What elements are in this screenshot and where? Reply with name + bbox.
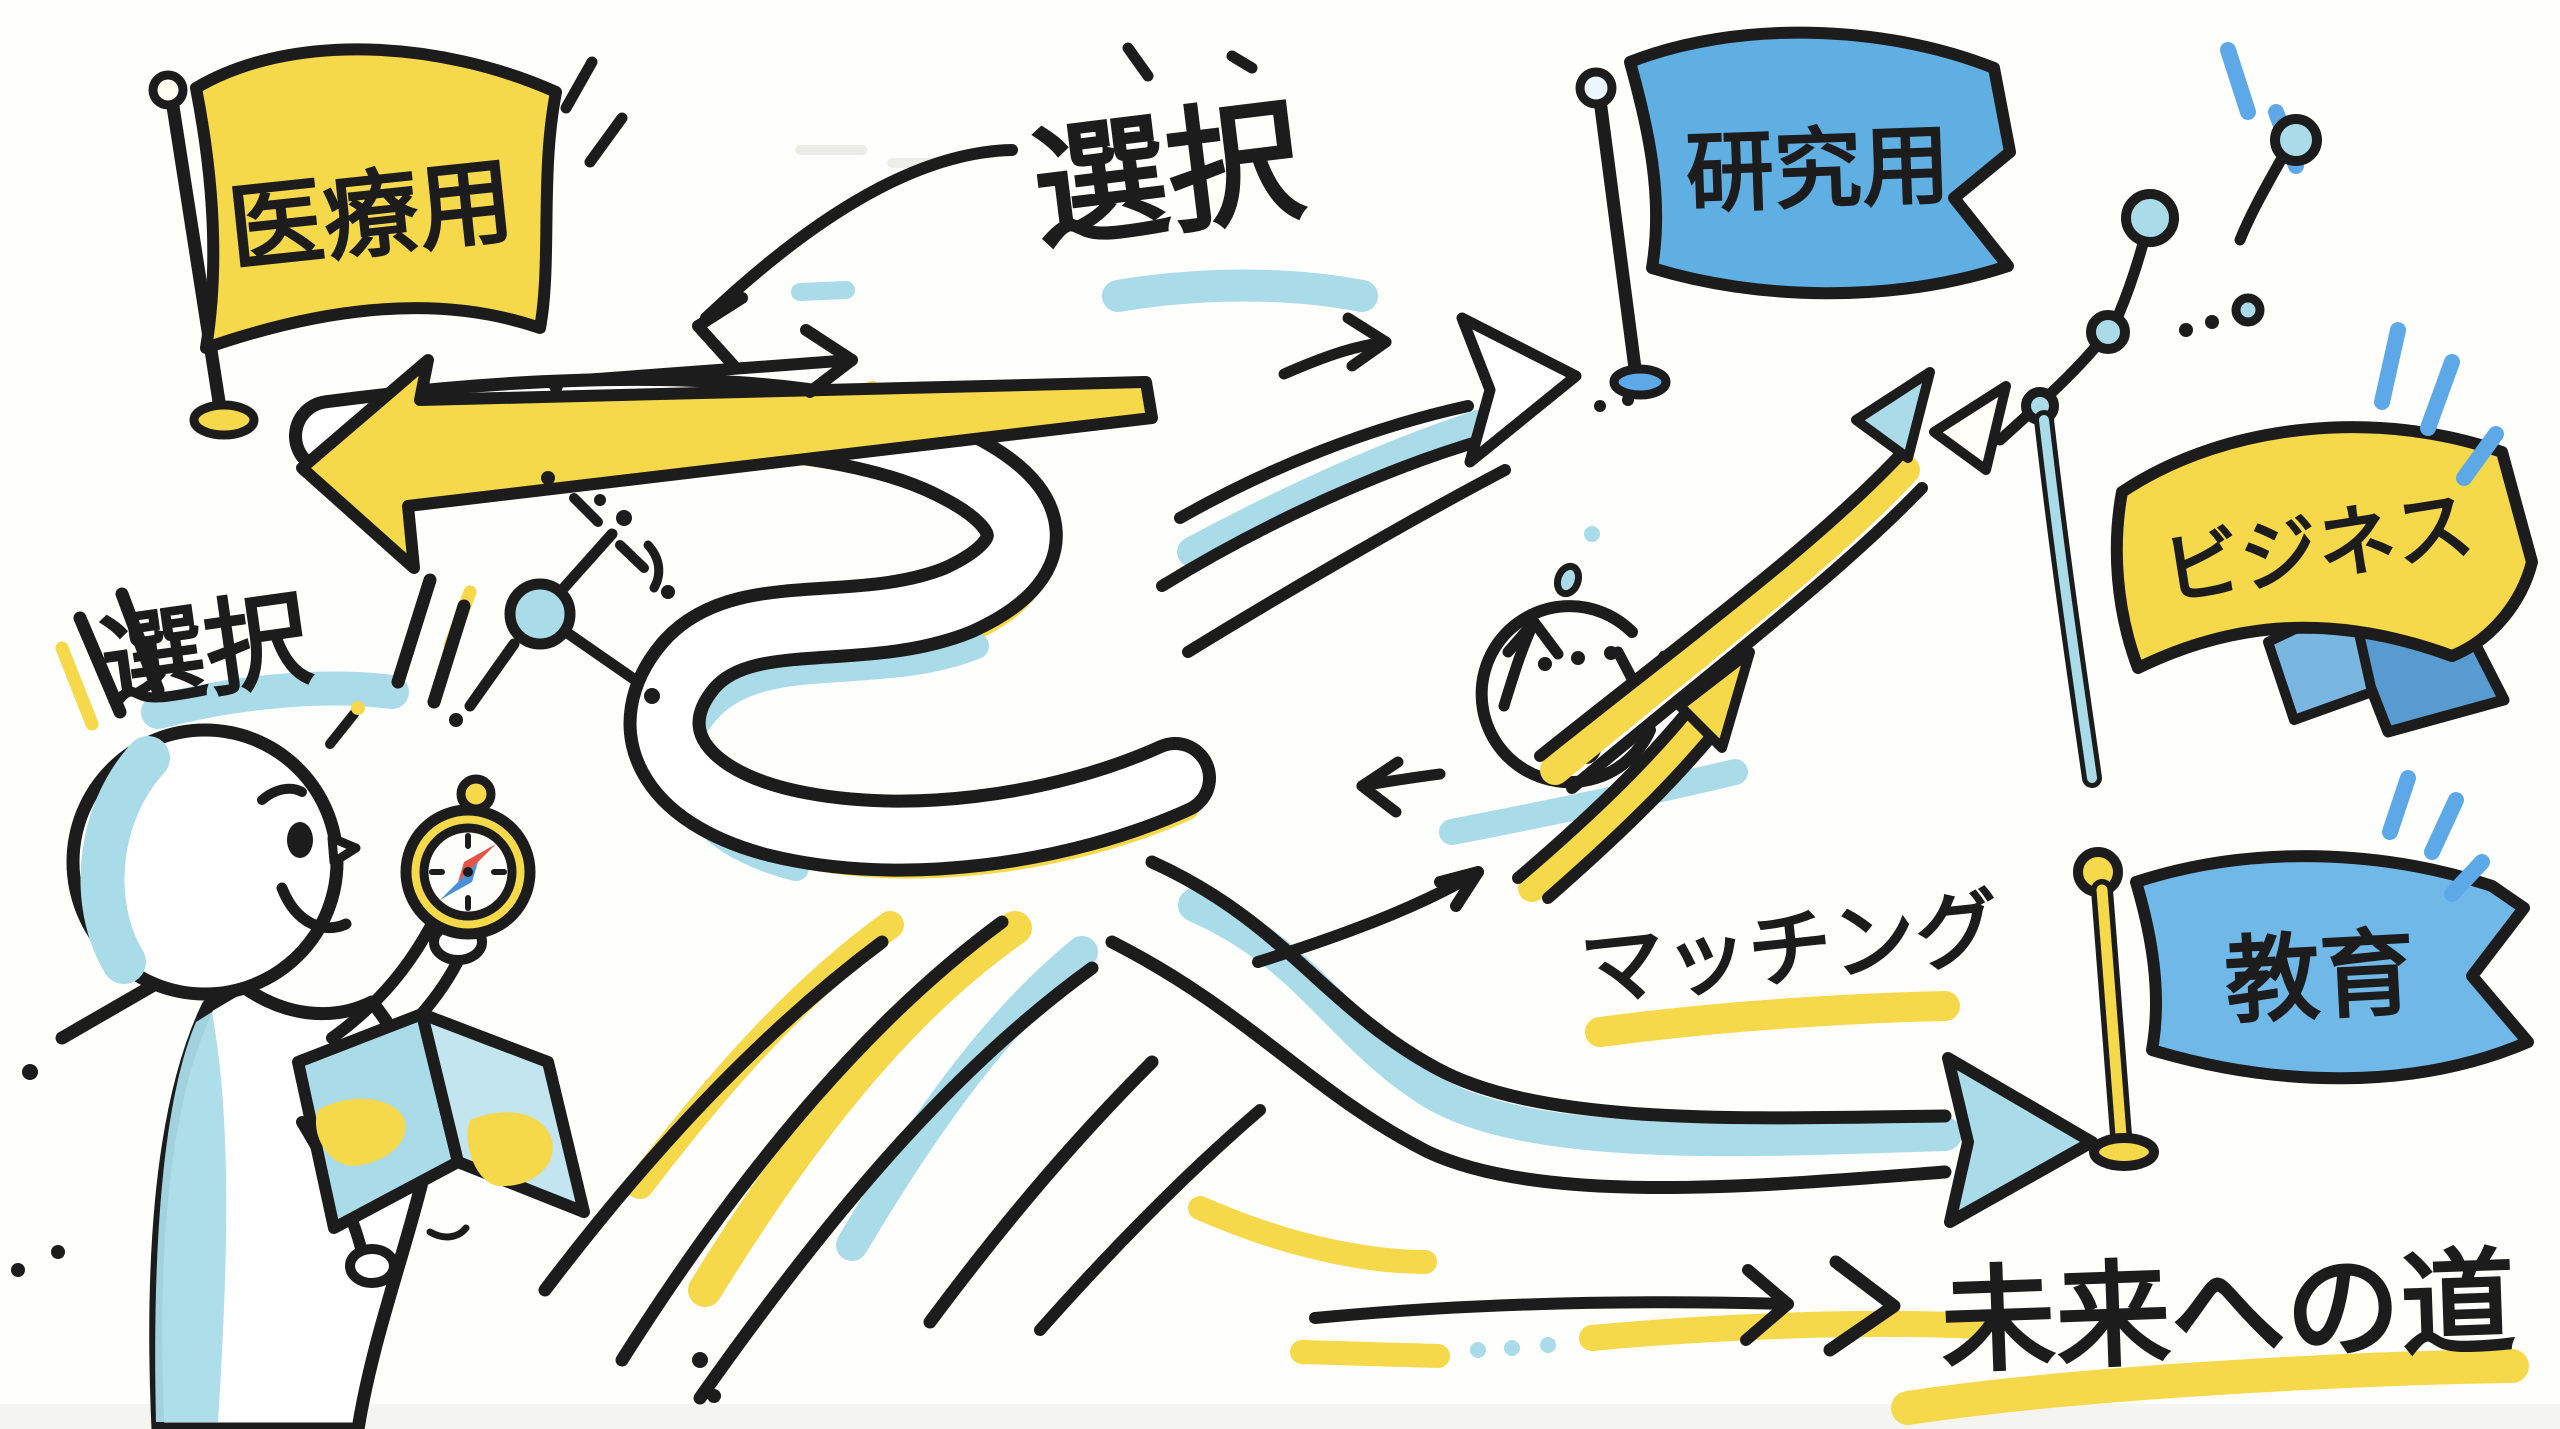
path-streaks xyxy=(538,911,1266,1405)
flag-education: 教育 xyxy=(2073,770,2534,1171)
molecule-doodle xyxy=(449,494,664,727)
pole-knob xyxy=(1575,67,1617,109)
eyebrow xyxy=(257,783,307,805)
eye xyxy=(287,822,313,858)
paper-texture xyxy=(0,145,2560,1429)
sparkle-icon xyxy=(2382,770,2490,902)
pole-base xyxy=(189,400,259,440)
flag-cloth xyxy=(190,43,562,354)
annotation-future-path: 未来への道 xyxy=(1891,1236,2529,1425)
arrow-to-research xyxy=(1156,312,1634,658)
arrow-to-education xyxy=(1105,855,2098,1274)
pole-knob xyxy=(148,70,188,110)
hair-tuft xyxy=(325,709,359,749)
body-shading xyxy=(155,1012,227,1422)
right-arm xyxy=(326,914,440,1044)
flag-cloth xyxy=(2130,850,2534,1085)
arrow-to-medical xyxy=(296,354,1158,574)
node-dot xyxy=(504,578,576,650)
blue-arrowhead xyxy=(1851,367,1935,463)
person-figure xyxy=(11,701,590,1429)
sparkle-icon xyxy=(1122,42,1258,82)
node-dot xyxy=(2086,310,2130,354)
dotted-trail xyxy=(541,471,675,599)
pole-base xyxy=(1609,364,1671,400)
flag-research-label: 研究用 xyxy=(1684,113,1951,225)
annotation-selection-top: 選択 xyxy=(692,42,1378,372)
white-arrowhead xyxy=(1929,381,2011,475)
annotation-selection-left: 選択 xyxy=(55,573,477,731)
flag-business: ビジネス xyxy=(2021,322,2538,788)
map-continent xyxy=(315,1098,406,1166)
smile xyxy=(276,882,352,934)
yellow-arrowhead xyxy=(1675,647,1755,753)
blue-arrowhead xyxy=(1942,1052,2098,1228)
flag-pole xyxy=(165,93,227,415)
annotation-matching: マッチング xyxy=(1576,878,2004,1047)
map-continent xyxy=(467,1112,553,1187)
matching-tangle xyxy=(1252,367,2011,968)
loop-path xyxy=(1475,600,1656,789)
arrow-to-future-path xyxy=(1290,1255,1989,1368)
pole-base xyxy=(2089,1133,2159,1171)
selection-top-label: 選択 xyxy=(1024,81,1312,270)
sparkle-icon xyxy=(2374,322,2504,486)
hand xyxy=(345,1244,399,1288)
sparkle-icon xyxy=(560,56,628,168)
future-path-label: 未来への道 xyxy=(1938,1236,2517,1390)
node-dot xyxy=(2270,114,2322,166)
chevron-icon xyxy=(1823,1255,1901,1357)
milestone-nodes xyxy=(1994,114,2322,446)
flag-research: 研究用 xyxy=(1575,26,2304,400)
flag-medical: 医療用 xyxy=(148,43,628,440)
node-dot xyxy=(2121,189,2179,247)
flag-cloth xyxy=(2110,421,2538,674)
emphasis-slashes xyxy=(73,573,471,719)
flag-cloth xyxy=(1624,26,2016,300)
white-arrowhead xyxy=(1456,312,1582,468)
nose xyxy=(327,833,361,867)
compass-icon xyxy=(400,774,536,940)
arrow-horizontal-small xyxy=(549,324,858,398)
flag-pole xyxy=(1593,93,1643,383)
map-icon xyxy=(292,1008,590,1288)
flag-education-label: 教育 xyxy=(2222,918,2418,1038)
head-shading xyxy=(80,736,170,984)
curved-arrow xyxy=(700,144,1018,324)
